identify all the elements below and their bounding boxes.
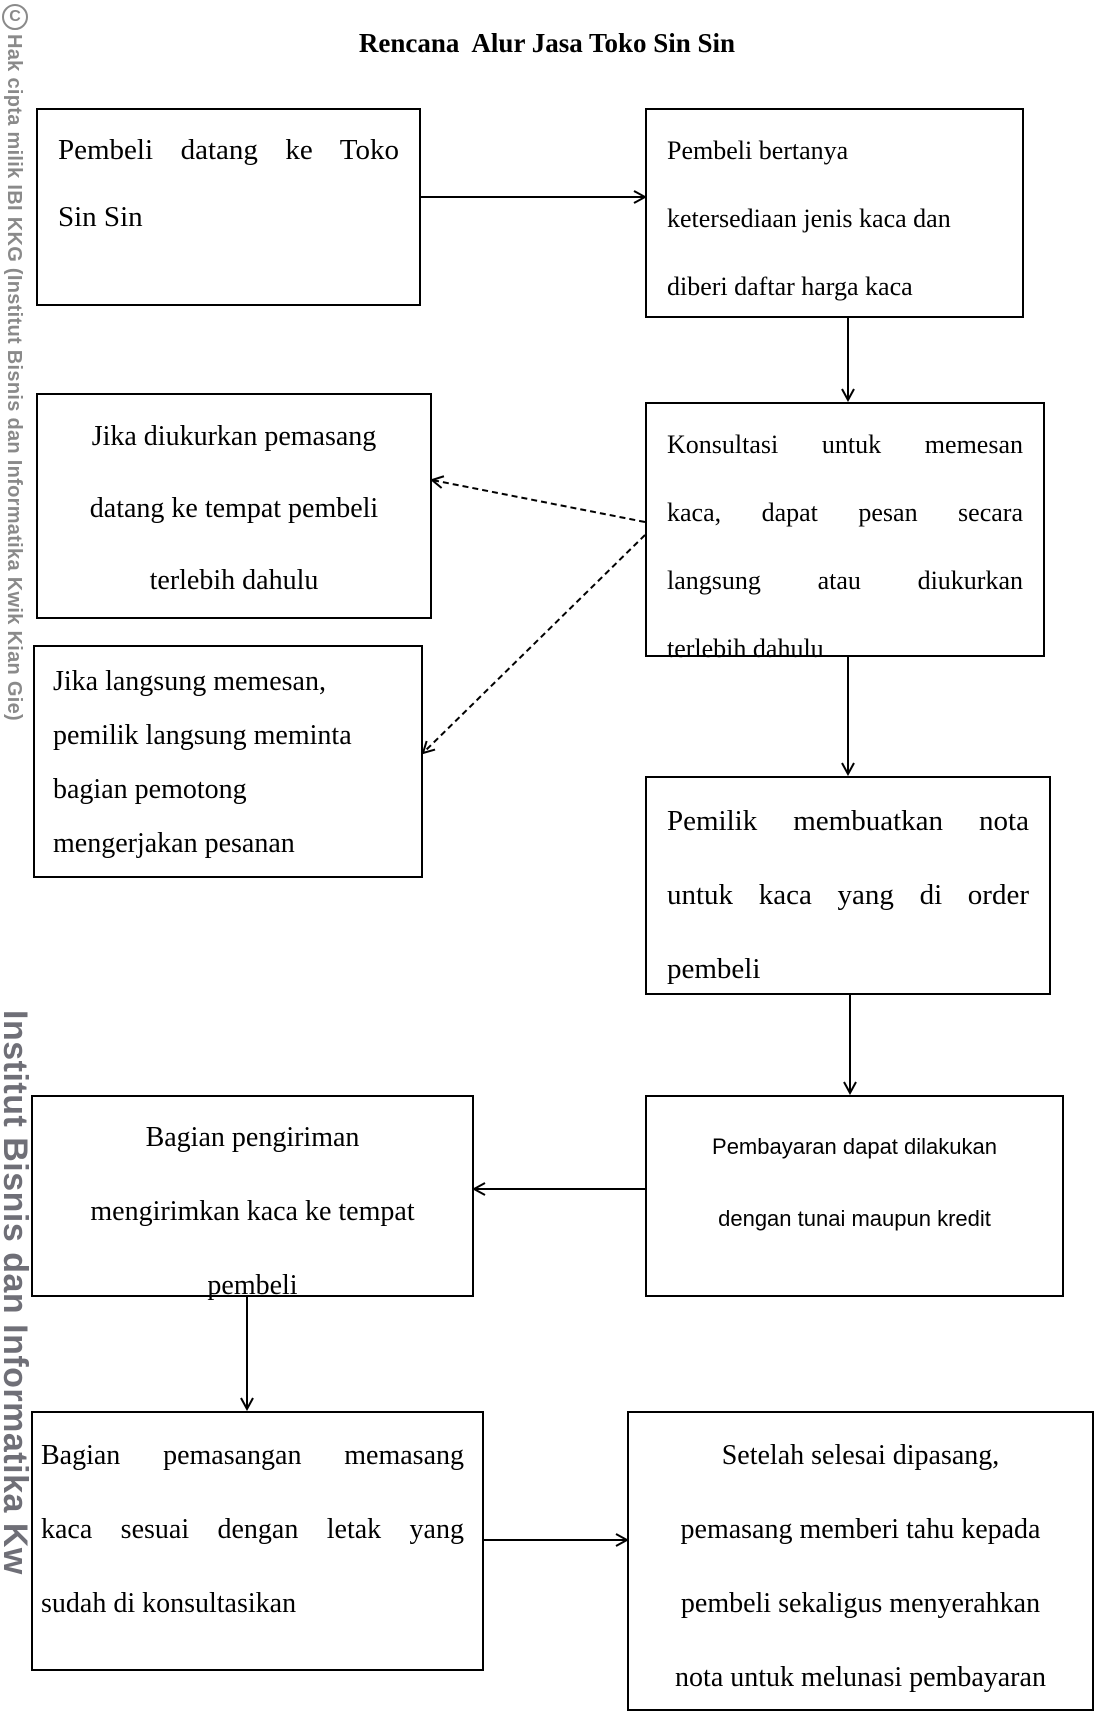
step-consultation: Konsultasi untuk memesan kaca, dapat pes… (645, 402, 1045, 663)
step-text-line: langsung atau diukurkan (667, 566, 1023, 595)
step-measure-at-site: Jika diukurkan pemasang datang ke tempat… (36, 393, 432, 619)
step-text-line: Pemilik membuatkan nota (667, 805, 1029, 837)
step-buyer-asks-availability: Pembeli bertanya ketersediaan jenis kaca… (645, 108, 1024, 318)
step-text-line: Setelah selesai dipasang, (721, 1440, 1000, 1471)
step-text-line: mengerjakan pesanan (53, 828, 295, 859)
step-text-line: Bagian pemasangan memasang (41, 1440, 464, 1471)
step-installation: Bagian pemasangan memasang kaca sesuai d… (31, 1411, 484, 1671)
watermark-institution-text: Institut Bisnis dan Informatika Kw (0, 1010, 30, 1575)
page-title: Rencana Alur Jasa Toko Sin Sin (358, 28, 736, 58)
step-text-line: Konsultasi untuk memesan (667, 430, 1023, 459)
step-text-line: pembeli (207, 1270, 298, 1301)
arrow-b3-to-b4-dashed (432, 480, 646, 523)
step-text-line: Bagian pengiriman (145, 1122, 360, 1153)
step-text-line: pemilik langsung meminta (53, 720, 352, 751)
step-direct-order-cutting: Jika langsung memesan, pemilik langsung … (33, 645, 423, 878)
step-text-line: bagian pemotong (53, 774, 247, 805)
step-text-line: kaca sesuai dengan letak yang (41, 1514, 464, 1545)
watermark: C Hak cipta milik IBI KKG (Institut Bisn… (0, 0, 30, 1707)
step-text-line: Pembeli datang ke Toko (58, 134, 399, 166)
step-text-line: nota untuk melunasi pembayaran (675, 1662, 1046, 1693)
step-text-line: terlebih dahulu (667, 634, 824, 663)
step-text-line: terlebih dahulu (149, 565, 319, 596)
step-text-line: ketersediaan jenis kaca dan (667, 204, 951, 233)
step-text-line: Pembeli bertanya (667, 136, 849, 165)
step-text-line: Sin Sin (58, 201, 143, 233)
step-completion-handover: Setelah selesai dipasang, pemasang membe… (627, 1411, 1094, 1711)
step-text-line: Pembayaran dapat dilakukan (712, 1134, 997, 1159)
step-text-line: pembeli (667, 953, 761, 985)
step-buyer-arrives: Pembeli datang ke Toko Sin Sin (36, 108, 421, 306)
step-text-line: dengan tunai maupun kredit (718, 1206, 991, 1231)
step-delivery: Bagian pengiriman mengirimkan kaca ke te… (31, 1095, 474, 1301)
arrow-b3-to-b5-dashed (423, 534, 646, 753)
watermark-copyright-text: Hak cipta milik IBI KKG (Institut Bisnis… (3, 34, 25, 721)
step-owner-makes-invoice: Pemilik membuatkan nota untuk kaca yang … (645, 776, 1051, 995)
step-text-line: untuk kaca yang di order (667, 879, 1029, 911)
step-text-line: mengirimkan kaca ke tempat (90, 1196, 415, 1227)
step-text-line: Jika langsung memesan, (53, 666, 326, 697)
step-text-line: datang ke tempat pembeli (89, 493, 379, 524)
step-text-line: pembeli sekaligus menyerahkan (680, 1588, 1041, 1619)
step-text-line: Jika diukurkan pemasang (91, 421, 377, 452)
step-text-line: pemasang memberi tahu kepada (680, 1514, 1041, 1545)
step-text-line: sudah di konsultasikan (41, 1588, 297, 1619)
step-text-line: diberi daftar harga kaca (667, 272, 913, 301)
copyright-icon: C (2, 4, 28, 30)
step-text-line: kaca, dapat pesan secara (667, 498, 1023, 527)
step-payment: Pembayaran dapat dilakukan dengan tunai … (645, 1095, 1064, 1297)
